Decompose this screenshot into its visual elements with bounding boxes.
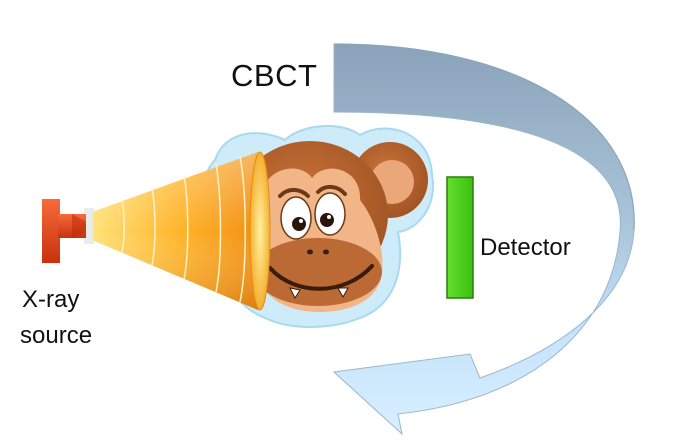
xray-cone-beam (92, 151, 271, 311)
detector-label: Detector (480, 234, 571, 261)
rotation-arrow (332, 43, 635, 436)
xray-source-icon (42, 199, 94, 263)
source-label-line1: X-ray (22, 286, 80, 313)
source-label-line2: source (20, 322, 93, 349)
diagram-title: CBCT (231, 58, 318, 93)
detector-panel (446, 176, 474, 299)
